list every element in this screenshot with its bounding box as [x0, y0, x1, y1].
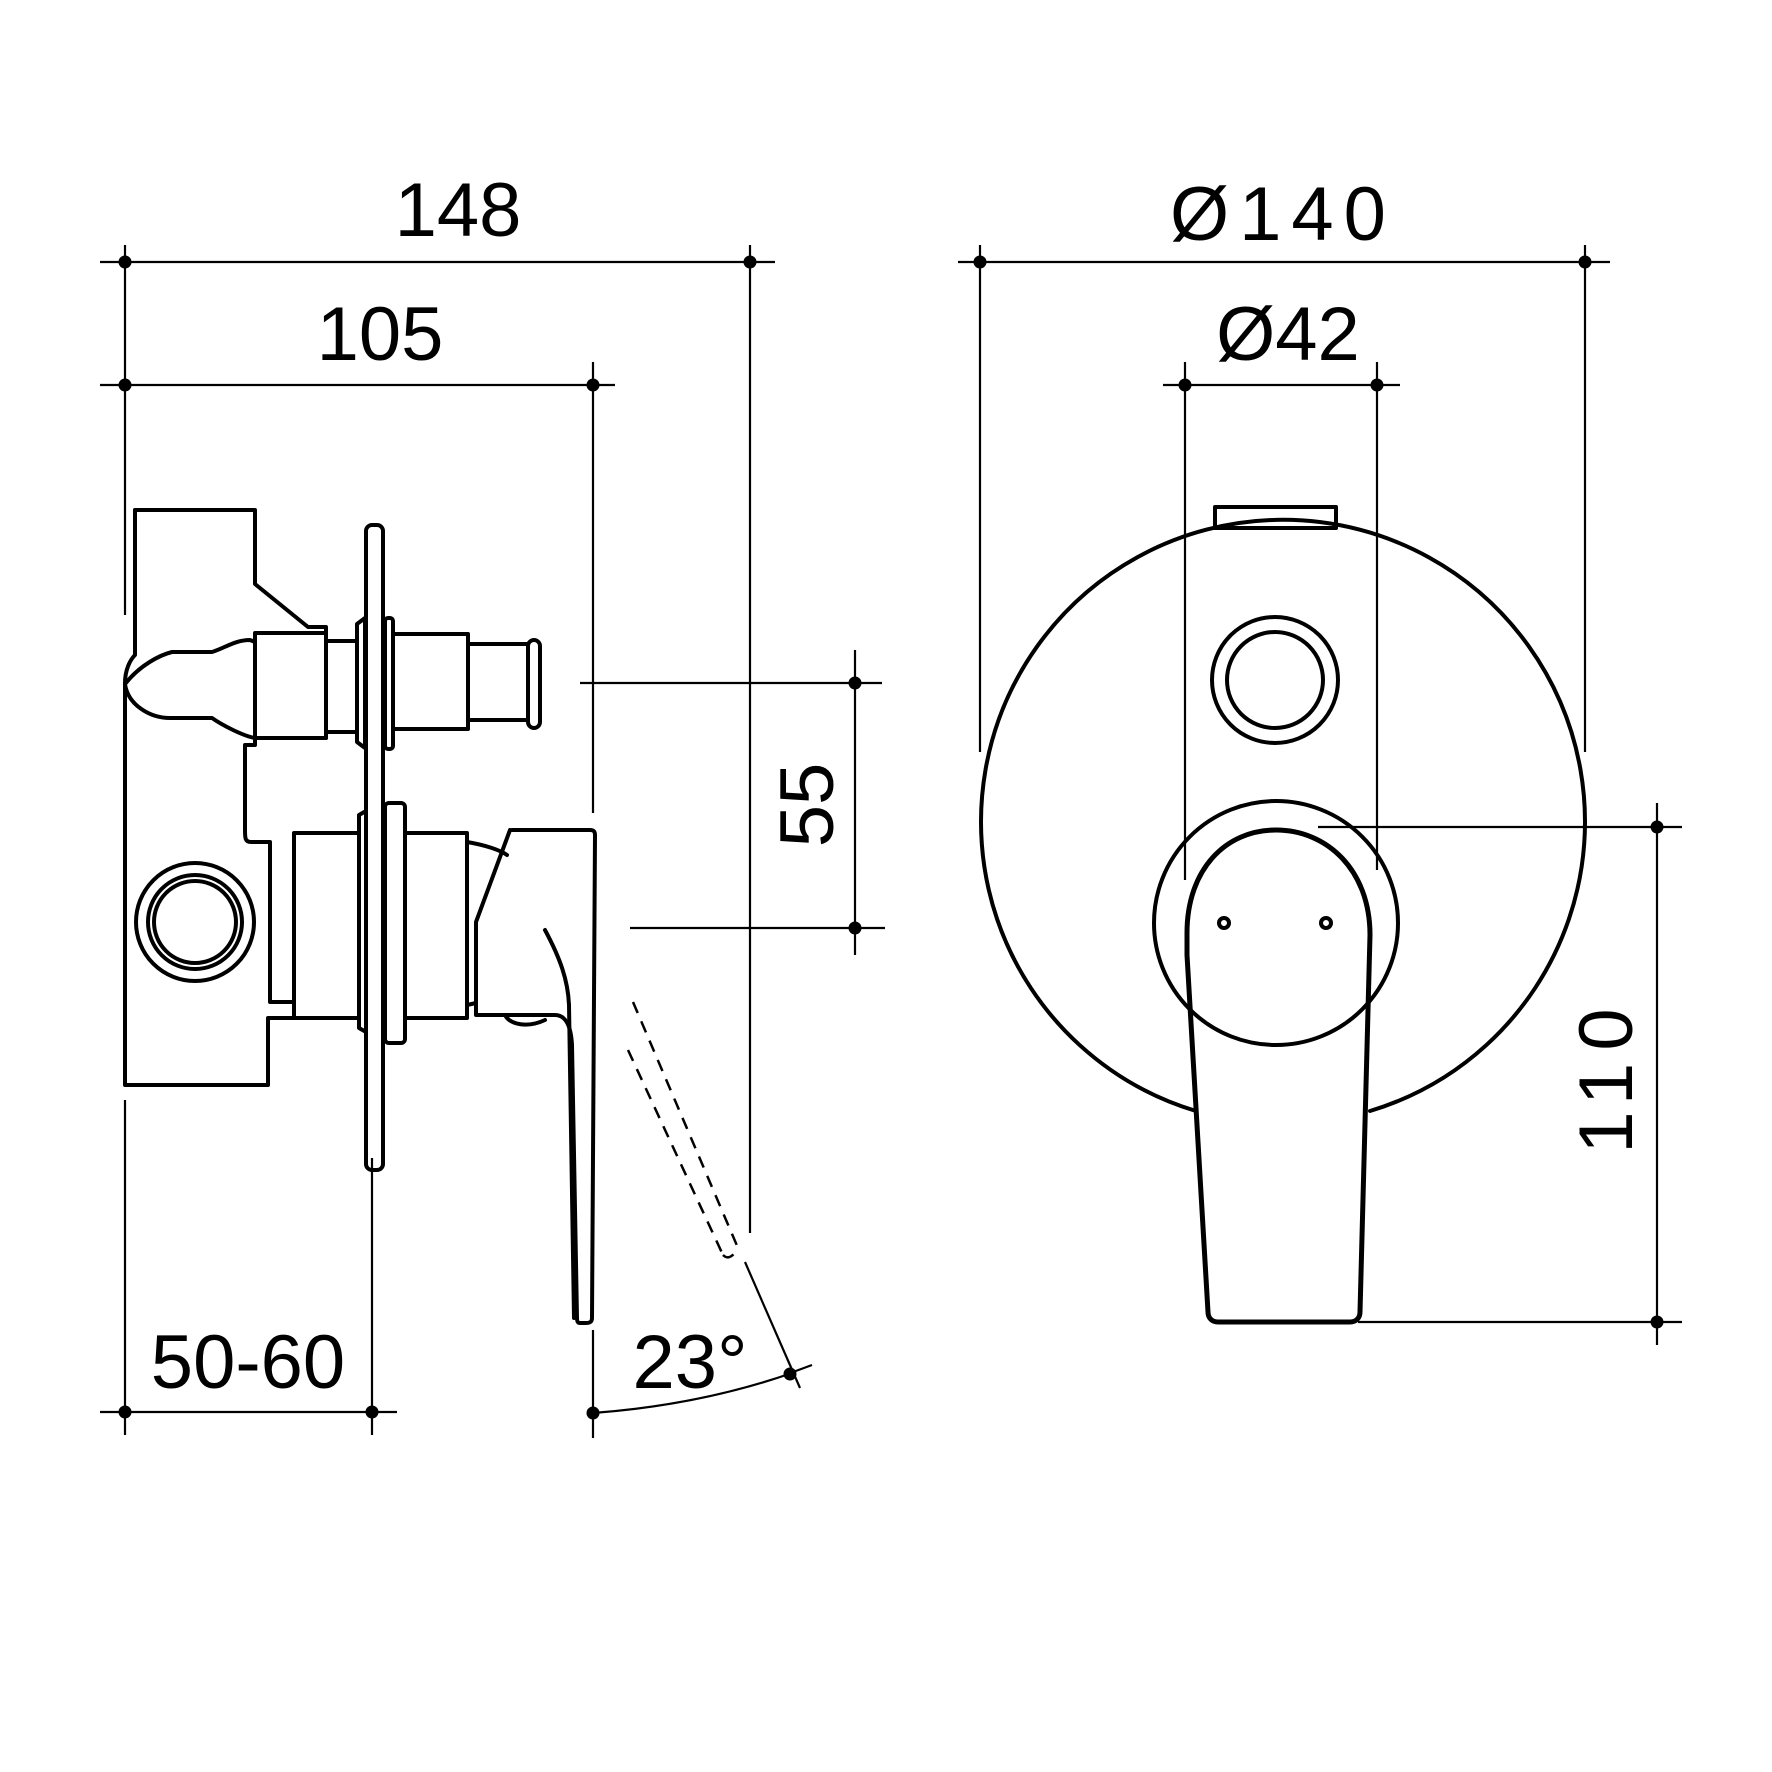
diverter-button[interactable]: [1210, 615, 1340, 745]
dimension-label-23-degrees: 23°: [633, 1320, 748, 1405]
dimension-label-diameter-42: Ø42: [1216, 292, 1360, 377]
dimension-lever-height: 110: [1318, 803, 1682, 1345]
dimension-label-110: 110: [1564, 996, 1649, 1153]
lever-front[interactable]: [1152, 799, 1400, 1325]
dimension-label-105: 105: [317, 292, 444, 377]
dimension-button-diameter: Ø42: [1163, 292, 1400, 880]
dimension-cover-diameter: Ø140: [958, 172, 1610, 752]
side-view: 148 105 55 50-60: [100, 168, 885, 1438]
dimension-body-depth: 105: [100, 292, 615, 813]
dimension-label-148: 148: [395, 168, 522, 253]
dimension-lever-rotation: 23°: [586, 1261, 813, 1438]
mixer-body: [123, 508, 542, 1172]
dimension-label-50-60: 50-60: [151, 1320, 345, 1405]
dimension-label-diameter-140: Ø140: [1170, 172, 1396, 257]
dimension-wall-cavity: 50-60: [100, 1100, 397, 1435]
dimension-overall-depth: 148: [100, 168, 775, 1233]
lever-rotation-ghost: [626, 1001, 740, 1259]
cover-plate: [979, 505, 1587, 1113]
inlet-fitting: [134, 861, 256, 983]
front-view: Ø140 Ø42 110: [958, 172, 1682, 1345]
dimension-outlet-spacing: 55: [580, 650, 885, 955]
dimension-label-55: 55: [765, 763, 850, 848]
lever-side-profile: [474, 828, 597, 1325]
